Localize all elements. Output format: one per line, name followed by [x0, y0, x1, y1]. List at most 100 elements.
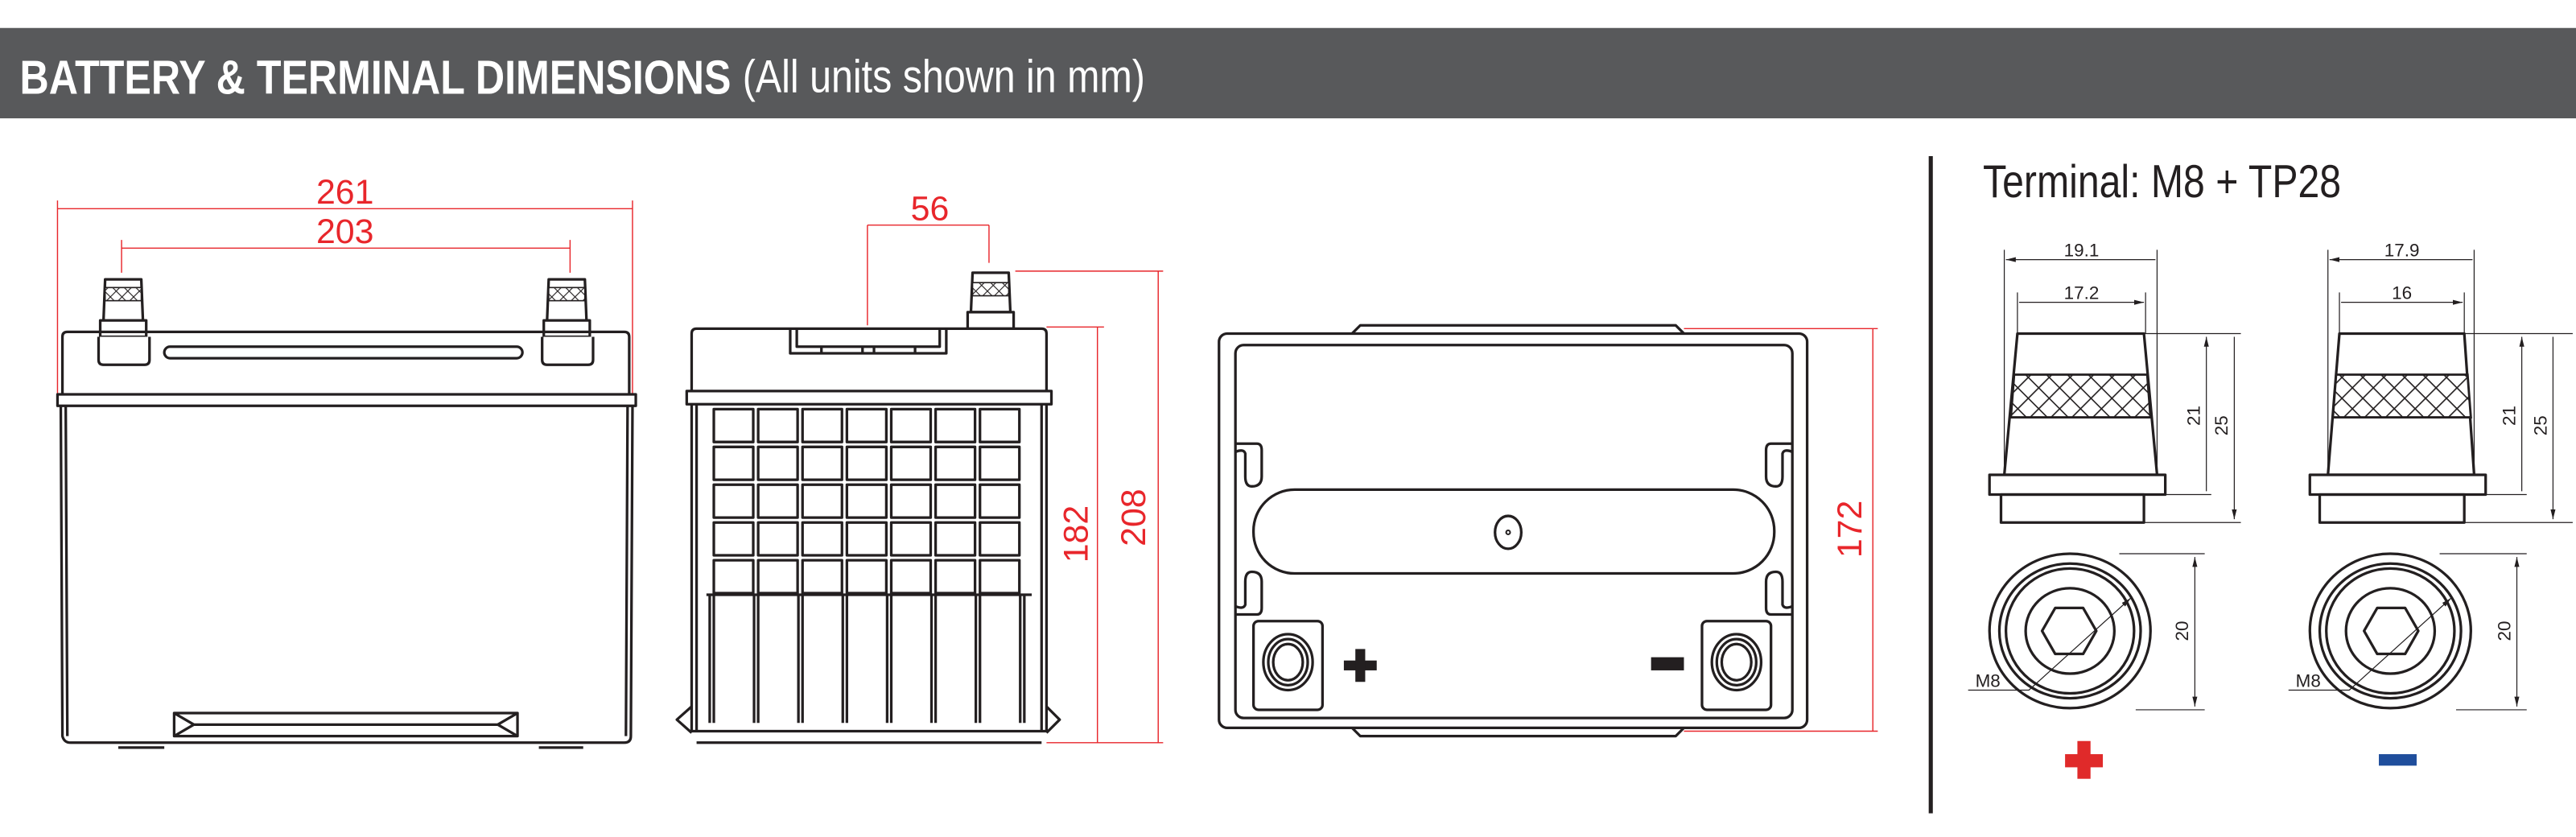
grid-cell	[979, 483, 1021, 519]
terminal-negative-detail: 17.9 16 21 25 M8 20	[2288, 241, 2573, 766]
hex-socket-icon	[2040, 606, 2098, 656]
grid-cell	[845, 559, 888, 595]
side-feet	[675, 705, 1061, 744]
dimension-case-height: 182	[1046, 326, 1164, 744]
thread-label: M8	[2296, 670, 2321, 691]
front-lid-band	[56, 393, 637, 407]
dimension-width: 172	[1684, 328, 1878, 732]
grid-cell	[801, 445, 843, 481]
dimension-label-top-diameter: 16	[2392, 283, 2412, 303]
grid-cell	[934, 445, 977, 481]
dimension-terminal-spacing: 203	[121, 212, 571, 273]
dimension-label-203: 203	[316, 212, 374, 251]
side-body	[690, 404, 1049, 733]
grid-cell	[979, 445, 1021, 481]
dimension-label-total-height: 25	[2530, 415, 2550, 435]
header-banner: BATTERY & TERMINAL DIMENSIONS (All units…	[0, 27, 2576, 119]
dimension-label-261: 261	[316, 173, 374, 212]
grid-cell	[889, 521, 933, 557]
minus-sign-icon	[1651, 657, 1684, 670]
dimension-label-base-diameter: 20	[2494, 621, 2514, 641]
plus-sign-icon-vertical	[1355, 649, 1366, 682]
terminal-title: Terminal: M8 + TP28	[1983, 156, 2341, 208]
top-inner-lid	[1234, 344, 1794, 719]
thread-label: M8	[1976, 670, 2001, 691]
grid-cell	[801, 483, 843, 519]
grid-cell	[845, 445, 888, 481]
top-flange-tabs	[1350, 324, 1685, 738]
side-handle	[789, 328, 948, 355]
vertical-rib	[974, 595, 982, 724]
dimension-label-top-diameter: 17.2	[2064, 283, 2100, 303]
grid-cell	[756, 407, 799, 443]
dimension-total-height: 208	[1015, 270, 1164, 743]
grid-cell	[979, 521, 1021, 557]
grid-cell	[756, 445, 799, 481]
dimension-label-base-diameter: 20	[2172, 621, 2192, 641]
grid-cell	[712, 521, 755, 557]
dimension-terminal-offset: 56	[867, 190, 990, 326]
grid-cell	[845, 483, 888, 519]
grid-cell	[934, 521, 977, 557]
dimension-label-208: 208	[1115, 489, 1153, 546]
grid-cell	[801, 521, 843, 557]
dimension-label-182: 182	[1057, 505, 1095, 563]
vertical-rib	[929, 595, 938, 724]
grid-cell	[889, 407, 933, 443]
negative-polarity-icon	[2379, 754, 2417, 766]
terminal-positive-detail: 19.1 17.2 21 25 M8 20	[1968, 241, 2241, 779]
header-subtitle: (All units shown in mm)	[743, 51, 1145, 102]
positive-polarity-icon	[2065, 740, 2104, 779]
top-terminal-negative	[1651, 620, 1773, 711]
grid-cell	[845, 521, 888, 557]
grid-cell	[712, 483, 755, 519]
vertical-rib	[797, 595, 804, 724]
vertical-rib	[708, 595, 715, 724]
vertical-rib	[885, 595, 893, 724]
dimension-label-outer-diameter: 19.1	[2064, 241, 2100, 261]
grid-cell	[801, 559, 843, 595]
top-side-ears	[1234, 442, 1793, 616]
grid-cell	[934, 559, 977, 595]
top-view: 172	[1218, 324, 1878, 738]
vertical-rib	[1019, 595, 1026, 724]
grid-cell	[756, 483, 799, 519]
vertical-rib	[841, 595, 849, 724]
top-vent-hole	[1505, 530, 1511, 535]
grid-cell	[801, 407, 843, 443]
dimension-label-56: 56	[911, 190, 950, 229]
header-background	[0, 27, 2576, 119]
grid-cell	[756, 559, 799, 595]
hex-socket-icon	[2363, 606, 2420, 656]
grid-cell	[712, 445, 755, 481]
dimension-length: 261	[56, 173, 633, 394]
front-body	[59, 406, 634, 744]
front-lid-slot	[163, 345, 524, 360]
front-terminal-left	[97, 278, 151, 366]
grid-cell	[889, 559, 933, 595]
grid-cell	[934, 483, 977, 519]
side-terminal	[966, 271, 1016, 330]
side-lid	[690, 327, 1049, 391]
grid-cell	[756, 521, 799, 557]
grid-cell	[845, 407, 888, 443]
front-view: 261 203	[56, 173, 637, 749]
grid-cell	[889, 483, 933, 519]
front-terminal-right	[541, 278, 595, 366]
front-handle	[172, 711, 519, 738]
grid-cell	[712, 559, 755, 595]
dimension-label-172: 172	[1831, 501, 1869, 559]
top-terminal-positive	[1251, 620, 1377, 711]
top-vent-strip	[1251, 488, 1776, 575]
dimension-label-total-height: 25	[2211, 415, 2232, 435]
dimension-label-cone-height: 21	[2499, 406, 2519, 426]
grid-cell	[712, 407, 755, 443]
top-outer-case	[1218, 332, 1809, 730]
grid-cell	[979, 407, 1021, 443]
section-divider	[1928, 155, 1933, 814]
grid-cell	[979, 559, 1021, 595]
front-lid	[60, 330, 631, 394]
top-vent-cap	[1494, 514, 1523, 550]
vertical-rib	[752, 595, 760, 724]
